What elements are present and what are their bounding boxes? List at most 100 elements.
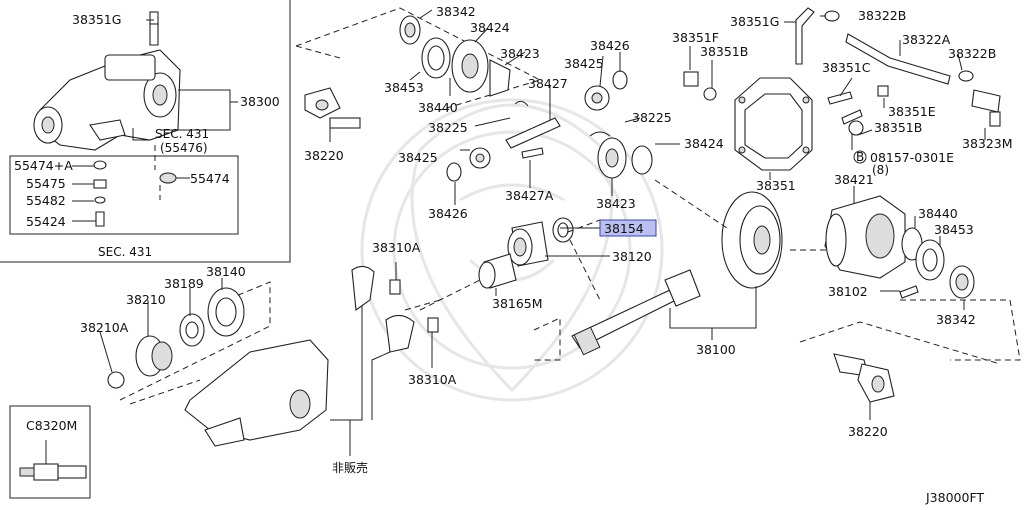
bearing-38453-right[interactable] <box>915 239 945 281</box>
callout-38440-b[interactable]: 38440 <box>918 206 958 221</box>
tool-C8320M[interactable] <box>19 440 87 481</box>
stud-38351C[interactable] <box>827 91 853 105</box>
washer-38424-b[interactable] <box>631 145 653 175</box>
mount-bracket-38310A-b[interactable] <box>385 314 415 353</box>
callout-55475[interactable]: 55475 <box>26 176 66 191</box>
callout-38154[interactable]: 38154 <box>604 221 644 236</box>
callout-38351G-b[interactable]: 38351G <box>730 14 779 29</box>
callout-38424-a[interactable]: 38424 <box>470 20 510 35</box>
bolt-38102[interactable] <box>899 285 919 299</box>
callout-38440-a[interactable]: 38440 <box>418 100 458 115</box>
bearing-38140[interactable] <box>207 287 245 337</box>
callout-38140[interactable]: 38140 <box>206 264 246 279</box>
callout-sec431-a[interactable]: SEC. 431 <box>155 127 209 141</box>
callout-38426-a[interactable]: 38426 <box>590 38 630 53</box>
breather-tube-38351G[interactable] <box>795 7 815 65</box>
washer-38154[interactable] <box>552 217 574 243</box>
bearing-38120[interactable] <box>507 221 549 267</box>
callout-55474[interactable]: 55474 <box>190 171 230 186</box>
callout-38453-b[interactable]: 38453 <box>934 222 974 237</box>
callout-38453-a[interactable]: 38453 <box>384 80 424 95</box>
callout-55482[interactable]: 55482 <box>26 193 66 208</box>
washer-38351B-a[interactable] <box>703 87 717 101</box>
callout-38220-a[interactable]: 38220 <box>304 148 344 163</box>
gear-38423-left[interactable] <box>489 59 511 97</box>
callout-38210[interactable]: 38210 <box>126 292 166 307</box>
bolt-08157[interactable] <box>841 109 863 125</box>
callout-08157[interactable]: 08157-0301E <box>870 150 954 165</box>
callout-38225-b[interactable]: 38225 <box>632 110 672 125</box>
flange-38220-right[interactable] <box>833 353 895 403</box>
callout-38425-b[interactable]: 38425 <box>398 150 438 165</box>
callout-38423-a[interactable]: 38423 <box>500 46 540 61</box>
callout-38100[interactable]: 38100 <box>696 342 736 357</box>
callout-38210A[interactable]: 38210A <box>80 320 129 335</box>
callout-38351B-b[interactable]: 38351B <box>874 120 922 135</box>
callout-38165M[interactable]: 38165M <box>492 296 543 311</box>
flange-38220-left[interactable] <box>304 87 361 129</box>
callout-C8320M[interactable]: C8320M <box>26 418 77 433</box>
callout-38322B-a[interactable]: 38322B <box>858 8 906 23</box>
snap-ring-38225-a[interactable] <box>514 100 529 107</box>
callout-38425-a[interactable]: 38425 <box>564 56 604 71</box>
callout-55424[interactable]: 55424 <box>26 214 66 229</box>
bolt-38310A-b[interactable] <box>427 317 439 333</box>
callout-38351B-a[interactable]: 38351B <box>700 44 748 59</box>
callout-sec431[interactable]: SEC. 431 <box>98 245 152 259</box>
pin-38427A[interactable] <box>521 147 544 159</box>
callout-38323M[interactable]: 38323M <box>962 136 1013 151</box>
washer-38426-a[interactable] <box>612 70 628 90</box>
diff-case-38421[interactable] <box>824 195 906 279</box>
callout-38342-b[interactable]: 38342 <box>936 312 976 327</box>
nut-38210A[interactable] <box>107 371 125 389</box>
diff-assembly-38300[interactable] <box>33 11 181 151</box>
callout-38322B-b[interactable]: 38322B <box>948 46 996 61</box>
seal-38189[interactable] <box>179 313 205 347</box>
callout-not-for-sale[interactable]: 非販売 <box>332 460 368 475</box>
breather-38323M[interactable] <box>971 89 1001 127</box>
callout-38351F[interactable]: 38351F <box>672 30 719 45</box>
callout-38351G-a[interactable]: 38351G <box>72 12 121 27</box>
callout-38421[interactable]: 38421 <box>834 172 874 187</box>
snap-ring-38225-b[interactable] <box>589 131 611 137</box>
callout-38423-b[interactable]: 38423 <box>596 196 636 211</box>
callout-38310A-a[interactable]: 38310A <box>372 240 421 255</box>
bolt-38310A-a[interactable] <box>389 279 401 295</box>
callout-38351E[interactable]: 38351E <box>888 104 936 119</box>
bolt-38351E[interactable] <box>877 85 889 97</box>
callout-38426-b[interactable]: 38426 <box>428 206 468 221</box>
breather-hose-38322A[interactable] <box>845 33 951 85</box>
callout-38225-a[interactable]: 38225 <box>428 120 468 135</box>
callout-38427A[interactable]: 38427A <box>505 188 554 203</box>
bearing-38342-right[interactable] <box>949 265 975 299</box>
spacer-38165M[interactable] <box>478 253 517 289</box>
gear-38425-b[interactable] <box>469 147 491 169</box>
callout-38102[interactable]: 38102 <box>828 284 868 299</box>
callout-38220-b[interactable]: 38220 <box>848 424 888 439</box>
washer-38426-b[interactable] <box>446 162 462 182</box>
clip-38322B-b[interactable] <box>958 70 974 82</box>
flange-38210[interactable] <box>135 335 173 377</box>
drive-pinion-38100[interactable] <box>571 269 701 356</box>
callout-38120[interactable]: 38120 <box>612 249 652 264</box>
callout-38300[interactable]: 38300 <box>240 94 280 109</box>
callout-38351C[interactable]: 38351C <box>822 60 871 75</box>
gear-38424-left[interactable] <box>451 39 489 93</box>
callout-38427[interactable]: 38427 <box>528 76 568 91</box>
callout-38322A[interactable]: 38322A <box>902 32 951 47</box>
gear-38423-b[interactable] <box>597 137 627 179</box>
plug-38351F[interactable] <box>683 71 699 87</box>
pinion-shaft-38427[interactable] <box>505 117 561 149</box>
washer-38351B-b[interactable] <box>848 120 864 136</box>
callout-38342-a[interactable]: 38342 <box>436 4 476 19</box>
ring-gear[interactable] <box>721 191 783 289</box>
gear-38425-a[interactable] <box>584 85 610 111</box>
bearing-38342-left[interactable] <box>399 15 421 45</box>
carrier-housing[interactable] <box>184 339 329 447</box>
callout-55474A[interactable]: 55474+A <box>14 158 73 173</box>
callout-38189[interactable]: 38189 <box>164 276 204 291</box>
mount-bracket-38310A-a[interactable] <box>351 265 375 311</box>
bearing-38453-left[interactable] <box>421 37 451 79</box>
callout-38351[interactable]: 38351 <box>756 178 796 193</box>
clip-38322B-a[interactable] <box>824 10 840 22</box>
